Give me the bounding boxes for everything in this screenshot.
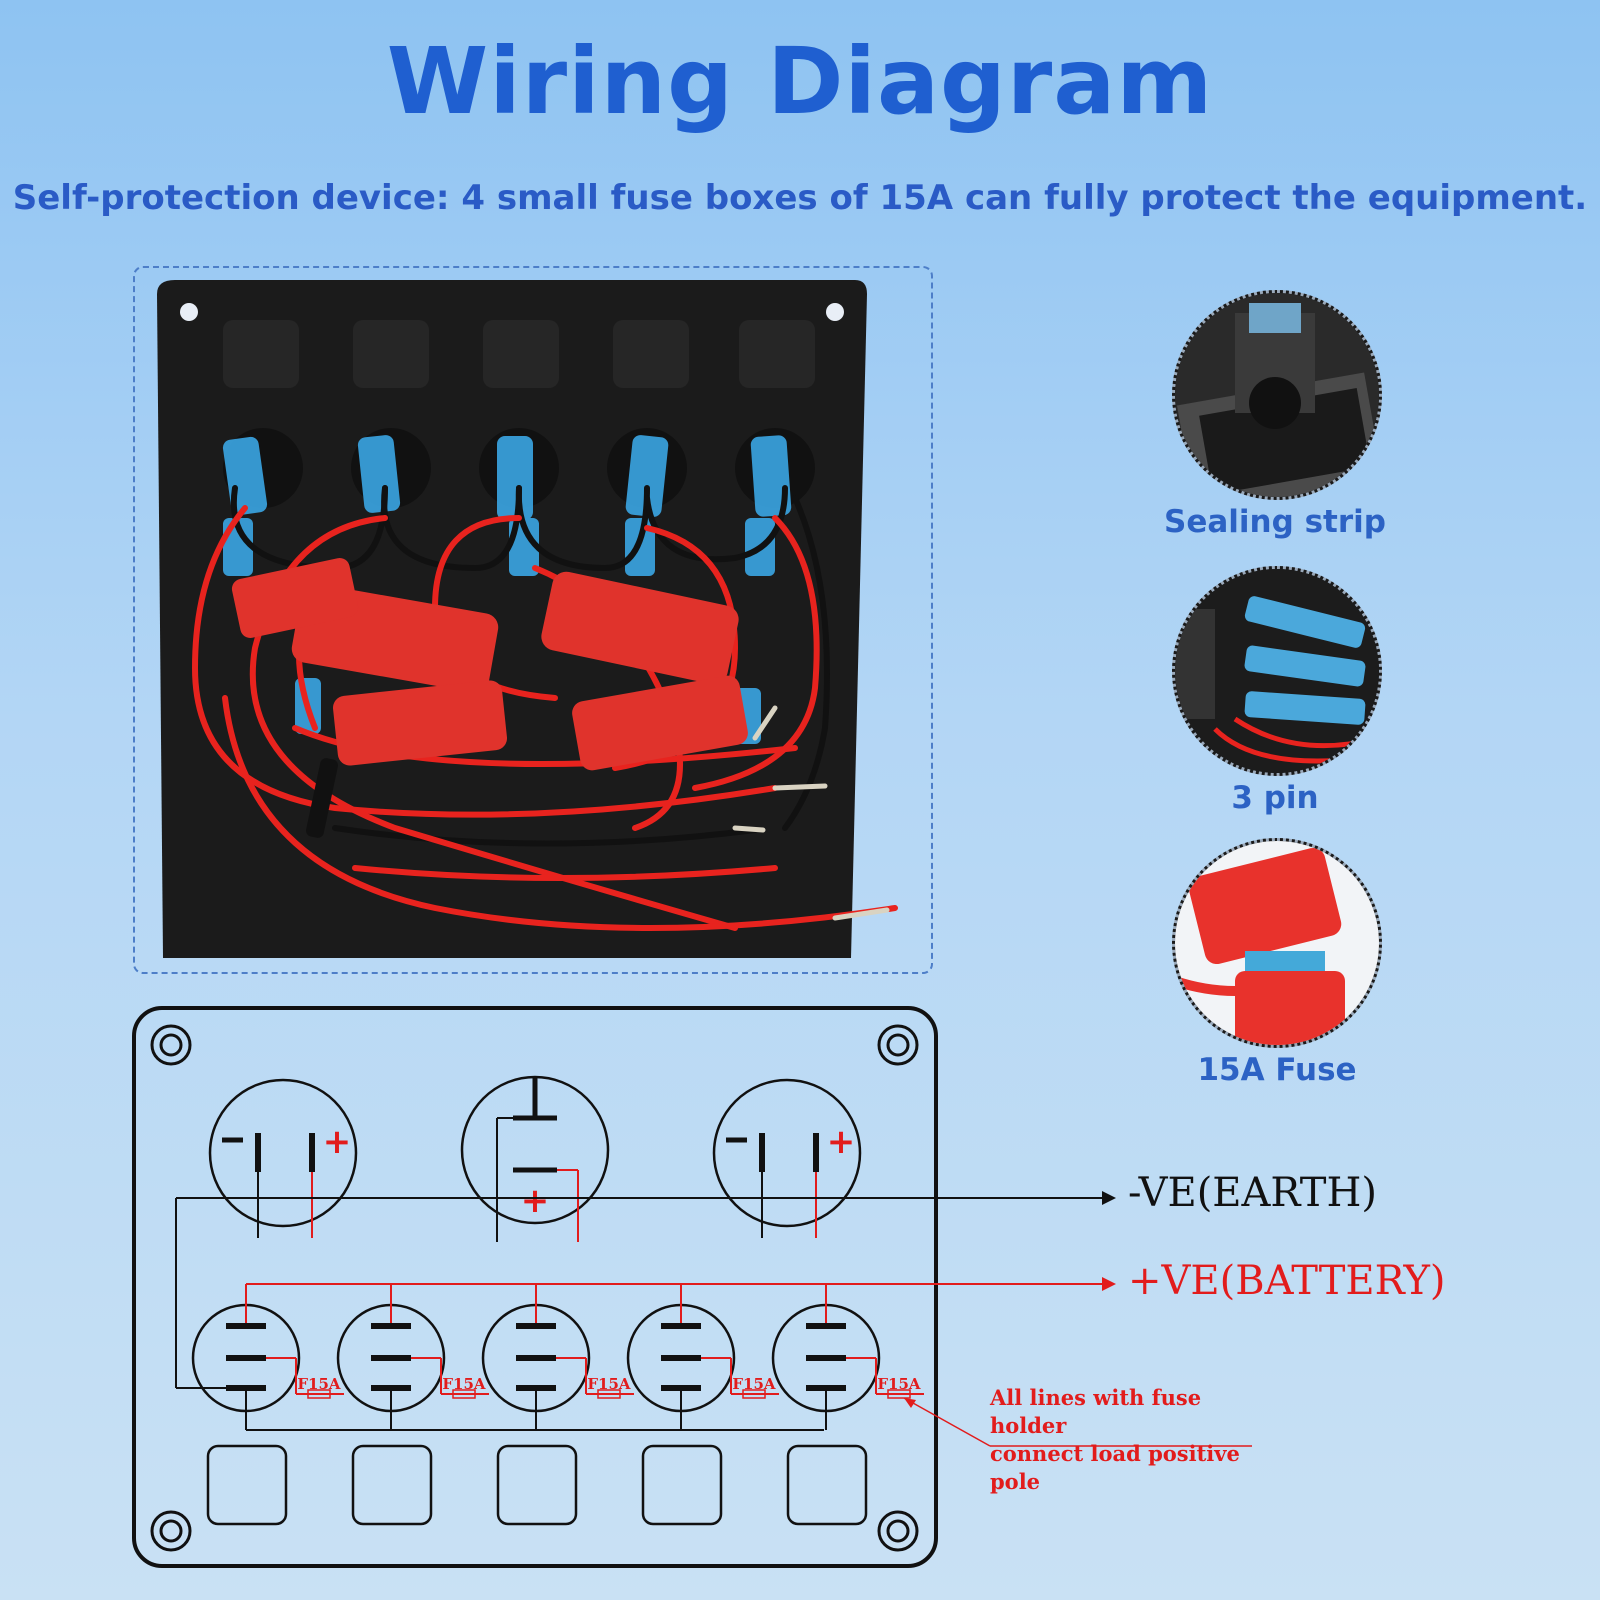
fuse-holder-photo xyxy=(1175,841,1379,1045)
switch-pad-5 xyxy=(786,1444,868,1526)
fuse-note-line-2: connect load positive pole xyxy=(990,1441,1240,1494)
rocker-switch-5: F15A xyxy=(771,1284,924,1430)
schematic-mount-holes xyxy=(150,1024,919,1552)
rocker-switch-1: F15A xyxy=(191,1284,344,1430)
rocker-switch-4: F15A xyxy=(626,1284,779,1430)
cable-tie xyxy=(305,758,339,838)
rocker-switches: F15A F15A F15A F15A F15A xyxy=(191,1284,924,1430)
product-photo-frame xyxy=(133,266,933,974)
battery-label: +VE(BATTERY) xyxy=(1128,1258,1446,1304)
fuse-label: F15A xyxy=(877,1375,921,1393)
page-title: Wiring Diagram xyxy=(386,28,1214,135)
note-pointer xyxy=(903,1397,1252,1447)
svg-text:+: + xyxy=(323,1122,352,1162)
switch-pad-2 xyxy=(351,1444,433,1526)
detail-sealing-strip xyxy=(1172,290,1382,500)
fuse-label: F15A xyxy=(732,1375,776,1393)
battery-line xyxy=(246,1277,1116,1291)
switch-sockets xyxy=(223,320,815,388)
fuse-note: All lines with fuse holder connect load … xyxy=(990,1384,1280,1496)
mount-hole-icon xyxy=(180,303,198,321)
earth-label: -VE(EARTH) xyxy=(1128,1170,1377,1216)
socket-middle: + xyxy=(460,1075,610,1242)
page-subtitle: Self-protection device: 4 small fuse box… xyxy=(12,178,1588,218)
panel-plate xyxy=(157,280,867,958)
wire-ends xyxy=(732,705,890,921)
rocker-switch-2: F15A xyxy=(336,1284,489,1430)
sealing-strip-photo xyxy=(1175,293,1379,497)
switch-pads xyxy=(206,1444,868,1526)
detail-label-15a-fuse: 15A Fuse xyxy=(1197,1052,1357,1088)
fuse-label: F15A xyxy=(297,1375,341,1393)
detail-3-pin xyxy=(1172,566,1382,776)
switch-pad-1 xyxy=(206,1444,288,1526)
switch-pad-3 xyxy=(496,1444,578,1526)
socket-right: + xyxy=(712,1078,862,1238)
switch-panel-photo xyxy=(157,280,898,958)
schematic-panel-outline xyxy=(132,1006,938,1568)
rocker-switch-3: F15A xyxy=(481,1284,634,1430)
fuse-holders xyxy=(231,558,748,771)
mount-hole-icon xyxy=(826,303,844,321)
earth-line xyxy=(175,1191,1116,1389)
fuse-note-line-1: All lines with fuse holder xyxy=(990,1385,1202,1438)
svg-text:+: + xyxy=(827,1122,856,1162)
fuse-label: F15A xyxy=(442,1375,486,1393)
detail-label-3-pin: 3 pin xyxy=(1231,780,1319,816)
connector-pins-photo xyxy=(1175,569,1379,773)
svg-text:+: + xyxy=(521,1181,550,1221)
detail-label-sealing-strip: Sealing strip xyxy=(1164,504,1386,540)
detail-15a-fuse xyxy=(1172,838,1382,1048)
fuse-label: F15A xyxy=(587,1375,631,1393)
switch-pad-4 xyxy=(641,1444,723,1526)
socket-left: + xyxy=(208,1078,358,1238)
